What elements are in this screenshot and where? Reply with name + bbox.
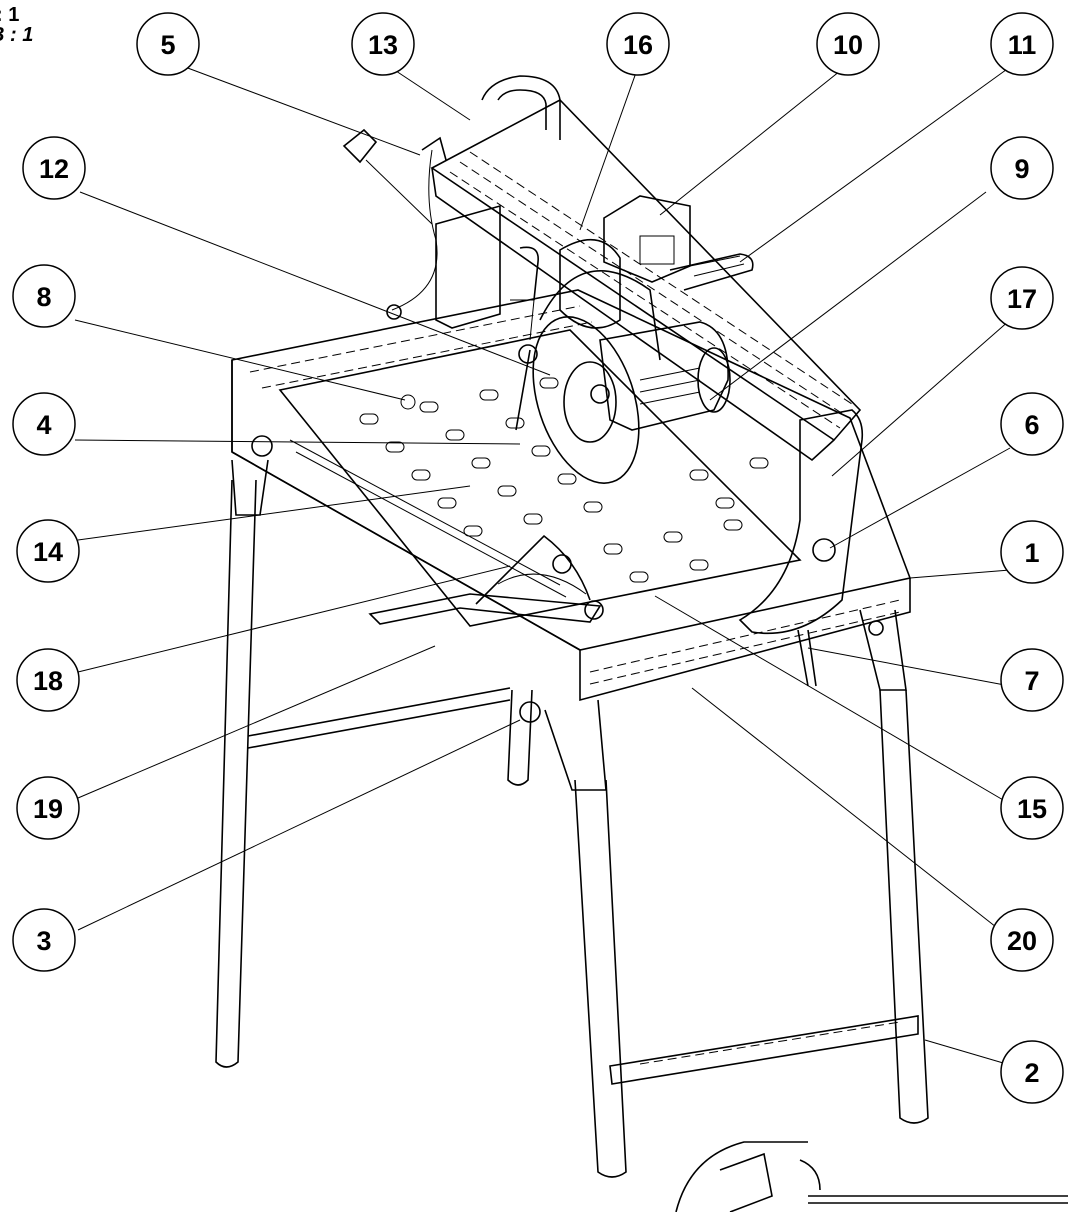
table-slots bbox=[359, 377, 769, 583]
svg-text:16: 16 bbox=[623, 30, 653, 60]
svg-text:18: 18 bbox=[33, 666, 63, 696]
knobs bbox=[251, 344, 884, 723]
callout-14: 14 bbox=[16, 519, 80, 583]
scale-label-primary: : 1 bbox=[0, 4, 20, 26]
callout-7: 7 bbox=[1000, 648, 1064, 712]
svg-text:2: 2 bbox=[1024, 1058, 1039, 1088]
callout-11: 11 bbox=[990, 12, 1054, 76]
callout-9: 9 bbox=[990, 136, 1054, 200]
svg-text:9: 9 bbox=[1014, 154, 1029, 184]
callout-5: 5 bbox=[136, 12, 200, 76]
callout-6: 6 bbox=[1000, 392, 1064, 456]
callout-1: 1 bbox=[1000, 520, 1064, 584]
scale-label-detail: B : 1 bbox=[0, 24, 34, 46]
svg-text:13: 13 bbox=[368, 30, 398, 60]
svg-text:4: 4 bbox=[36, 410, 51, 440]
callout-17: 17 bbox=[990, 266, 1054, 330]
callout-15: 15 bbox=[1000, 776, 1064, 840]
callout-10: 10 bbox=[816, 12, 880, 76]
callout-2: 2 bbox=[1000, 1040, 1064, 1104]
water-fittings bbox=[386, 246, 539, 410]
callout-3: 3 bbox=[12, 908, 76, 972]
svg-text:12: 12 bbox=[39, 154, 69, 184]
svg-text:5: 5 bbox=[160, 30, 175, 60]
svg-text:1: 1 bbox=[1024, 538, 1039, 568]
svg-text:7: 7 bbox=[1024, 666, 1039, 696]
svg-text:14: 14 bbox=[33, 537, 63, 567]
callout-8: 8 bbox=[12, 264, 76, 328]
leader-lines bbox=[74, 66, 1011, 1066]
rear-post bbox=[435, 204, 501, 329]
cutting-table bbox=[231, 289, 912, 702]
switch-box-and-handle bbox=[559, 195, 754, 329]
miter-guide bbox=[368, 534, 604, 625]
callout-13: 13 bbox=[351, 12, 415, 76]
svg-text:11: 11 bbox=[1008, 30, 1037, 60]
callout-12: 12 bbox=[22, 136, 86, 200]
svg-text:8: 8 bbox=[36, 282, 51, 312]
stand-legs bbox=[215, 459, 929, 1178]
callout-19: 19 bbox=[16, 776, 80, 840]
motor bbox=[599, 321, 731, 431]
power-cable bbox=[342, 128, 447, 311]
detail-inset bbox=[675, 1141, 1068, 1212]
callout-16: 16 bbox=[606, 12, 670, 76]
svg-text:3: 3 bbox=[36, 926, 51, 956]
blade-assembly bbox=[515, 269, 661, 484]
callout-18: 18 bbox=[16, 648, 80, 712]
svg-text:20: 20 bbox=[1007, 926, 1037, 956]
machine-drawing bbox=[215, 75, 1068, 1212]
end-plate bbox=[738, 409, 864, 635]
svg-text:19: 19 bbox=[33, 794, 63, 824]
callout-4: 4 bbox=[12, 392, 76, 456]
svg-text:17: 17 bbox=[1007, 284, 1037, 314]
svg-text:6: 6 bbox=[1024, 410, 1039, 440]
callout-20: 20 bbox=[990, 908, 1054, 972]
svg-text:10: 10 bbox=[833, 30, 863, 60]
svg-text:15: 15 bbox=[1017, 794, 1047, 824]
